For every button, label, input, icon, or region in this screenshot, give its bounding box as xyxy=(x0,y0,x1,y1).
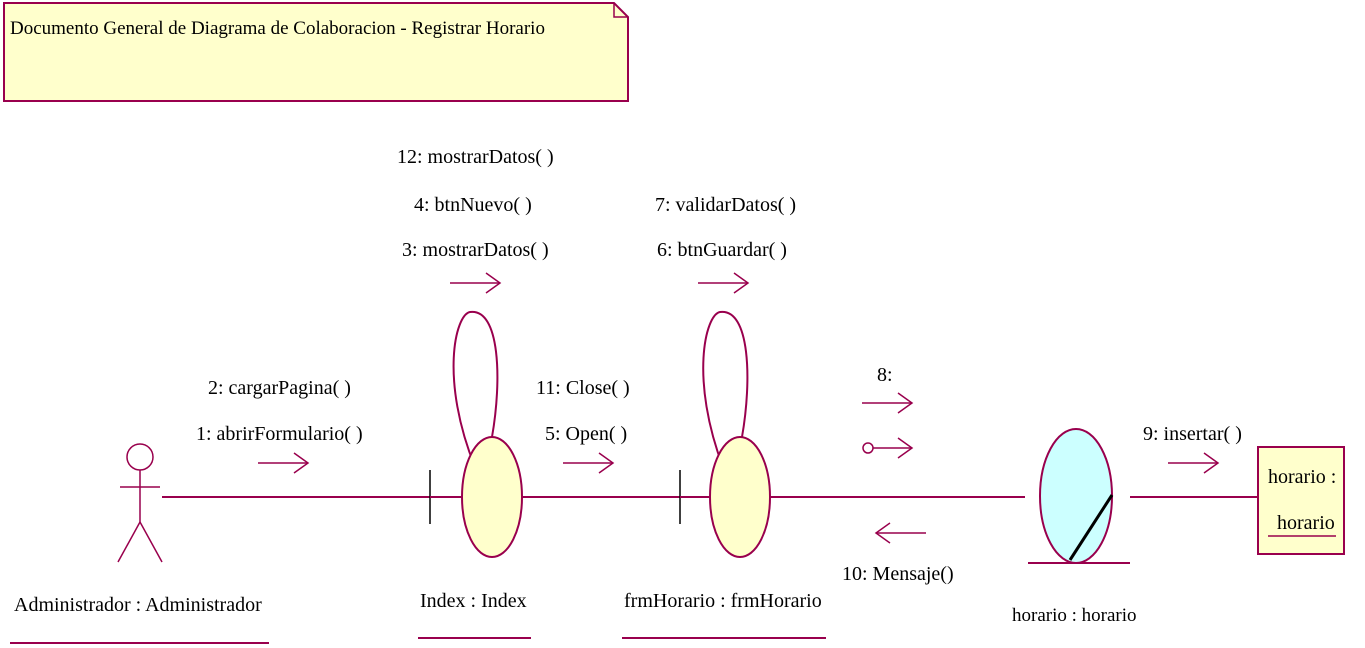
message-arrow-actor-index xyxy=(258,452,310,474)
message-label-entity-table-9: 9: insertar( ) xyxy=(1143,423,1242,445)
message-arrow-index-self xyxy=(450,272,502,294)
table-name-line2: horario xyxy=(1277,512,1335,534)
note-fold xyxy=(613,3,628,18)
message-label-actor-index-1: 1: abrirFormulario( ) xyxy=(196,423,363,445)
index-name: Index : Index xyxy=(420,590,527,612)
message-label-form-self-6: 6: btnGuardar( ) xyxy=(657,239,787,261)
note-box xyxy=(3,2,629,102)
message-label-form-self-7: 7: validarDatos( ) xyxy=(655,194,797,216)
message-label-index-form-5: 5: Open( ) xyxy=(545,423,628,445)
message-label-index-form-11: 11: Close( ) xyxy=(536,377,630,399)
message-label-form-entity-8: 8: xyxy=(877,364,893,386)
index-boundary-icon xyxy=(429,436,523,558)
message-arrow-entity-table xyxy=(1168,452,1220,474)
message-label-index-self-12: 12: mostrarDatos( ) xyxy=(397,146,554,168)
message-arrow-form-entity xyxy=(862,392,914,414)
note-text: Documento General de Diagrama de Colabor… xyxy=(10,18,545,39)
message-label-actor-index-2: 2: cargarPagina( ) xyxy=(208,377,351,399)
message-arrow-entity-form xyxy=(874,522,926,544)
table-name-line1: horario : xyxy=(1268,466,1337,488)
table-object-box xyxy=(1257,446,1345,555)
message-arrow-index-form xyxy=(563,452,615,474)
message-label-index-self-3: 3: mostrarDatos( ) xyxy=(402,239,549,261)
message-label-entity-form-10: 10: Mensaje() xyxy=(842,563,954,585)
actor-icon xyxy=(117,443,163,563)
entity-name: horario : horario xyxy=(1012,605,1137,626)
form-self-link xyxy=(702,310,749,468)
entity-icon xyxy=(1028,428,1130,564)
message-label-index-self-4: 4: btnNuevo( ) xyxy=(414,194,532,216)
message-arrow-return-form-entity xyxy=(862,437,914,459)
message-arrow-form-self xyxy=(698,272,750,294)
index-self-link xyxy=(452,310,499,468)
actor-name: Administrador : Administrador xyxy=(14,594,262,616)
form-name: frmHorario : frmHorario xyxy=(624,590,822,612)
form-boundary-icon xyxy=(679,436,771,558)
